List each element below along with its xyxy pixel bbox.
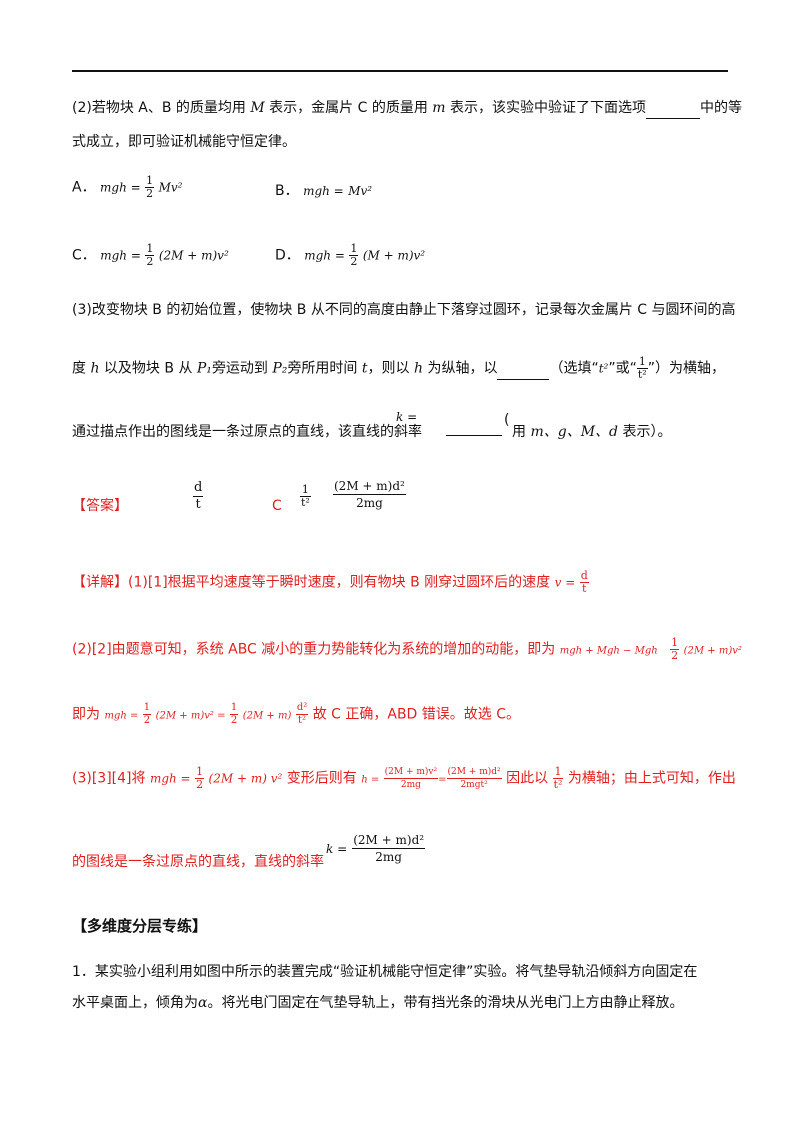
q3-line3-end: 用 m、g、M、d 表示）。 [512, 424, 672, 440]
detail-line2: (2)[2]由题意可知，系统 ABC 减小的重力势能转化为系统的增加的动能，即为… [72, 636, 742, 662]
q3-k-eq: k = [396, 410, 418, 424]
section-para-line2: 水平桌面上，倾角为α。将光电门固定在气垫导轨上，带有挡光条的滑块从光电门上方由静… [72, 995, 684, 1011]
section-title: 【多维度分层专练】 [72, 917, 208, 935]
q2-line1: (2)若物块 A、B 的质量均用 M 表示，金属片 C 的质量用 m 表示，该实… [72, 98, 742, 119]
section-para-line1: 1．某实验小组利用如图中所示的装置完成“验证机械能守恒定律”实验。将气垫导轨沿倾… [72, 964, 698, 980]
detail-line1: 【详解】(1)[1]根据平均速度等于瞬时速度，则有物块 B 刚穿过圆环后的速度 … [72, 569, 589, 595]
detail-line5: 的图线是一条过原点的直线，直线的斜率 [72, 854, 324, 870]
q3-line3: 通过描点作出的图线是一条过原点的直线，该直线的斜率 [72, 424, 422, 440]
q3-slope-blank[interactable] [446, 435, 502, 436]
q2-line2: 式成立，即可验证机械能守恒定律。 [72, 134, 296, 150]
option-b: B． mgh = Mv² [275, 183, 373, 199]
q3-line1: (3)改变物块 B 的初始位置，使物块 B 从不同的高度由静止下落穿过圆环，记录… [72, 302, 736, 318]
q3-axis-blank[interactable] [497, 359, 550, 380]
answer-label: 【答案】 [72, 498, 128, 514]
q2-blank[interactable] [646, 98, 701, 119]
header-rule [72, 70, 728, 72]
q3-paren: ( [504, 412, 510, 428]
q3-line2: 度 h 以及物块 B 从 P₁旁运动到 P₂旁所用时间 t，则以 h 为纵轴，以… [72, 355, 725, 381]
answer-2: C [272, 498, 282, 514]
